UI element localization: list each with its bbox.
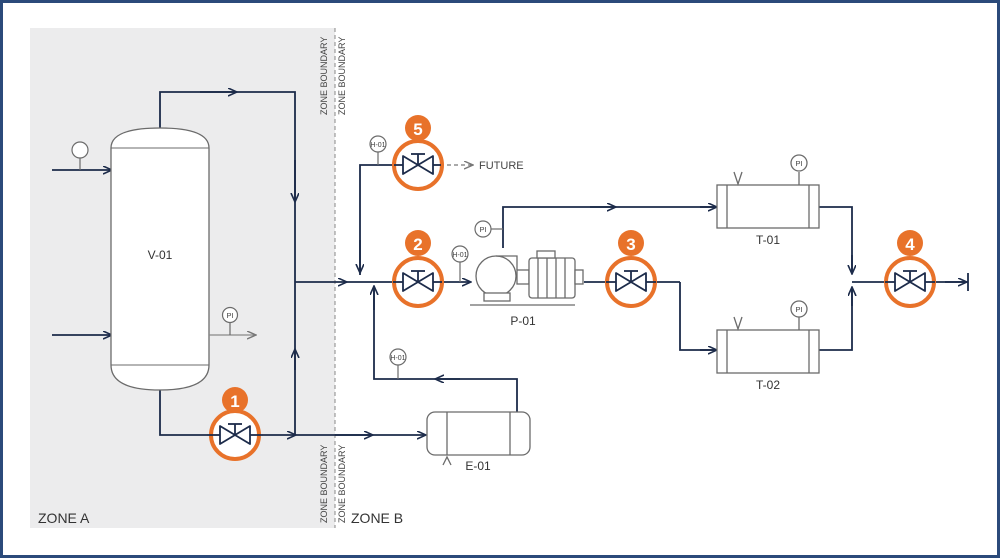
valve-2[interactable]: 2 [392,230,444,308]
marker-3-number: 3 [626,235,635,254]
valve-4[interactable]: 4 [884,230,936,308]
h01-instrument-lower: H-01 [389,348,407,379]
tank-t02 [716,300,820,374]
pressure-gauge [71,141,89,170]
zone-boundary-label-bottom-2: ZONE BOUNDARY [337,445,347,523]
pump-p01 [470,250,584,306]
valve-3[interactable]: 3 [605,230,657,308]
pi-label-pump: PI [479,225,486,234]
marker-1-badge [222,387,248,413]
marker-2-number: 2 [413,235,422,254]
h01-label-lower: H-01 [390,355,405,362]
vessel-v01: V-01 [110,127,210,391]
t01-pi-label: PI [795,159,802,168]
zone-a-label: ZONE A [38,510,90,526]
t02-outlet [819,290,853,351]
future-branch [359,164,395,275]
marker-4-badge [897,230,923,256]
valve-5[interactable]: 5 [392,115,444,191]
exchanger-label: E-01 [465,459,491,473]
future-label: FUTURE [479,160,524,172]
t02-pi-label: PI [795,305,802,314]
valve-1[interactable]: 1 [207,387,263,461]
pump-discharge-up [502,206,717,248]
process-lines [52,92,969,436]
pi-label-vessel: PI [226,311,233,320]
marker-5-badge [405,115,431,141]
pi-instrument-vessel: PI [209,306,255,336]
h01-instrument-middle: H-01 [451,245,469,282]
valve3-to-t02 [679,282,717,351]
tank-t02-label: T-02 [756,378,780,392]
h01-label-upper: H-01 [370,142,385,149]
tank-t01 [716,154,820,229]
tank-t01-label: T-01 [756,233,780,247]
vessel-bottom-outlet [159,390,207,436]
t01-outlet [819,206,853,272]
exchanger-e01 [426,411,531,466]
zone-b-label: ZONE B [351,510,403,526]
marker-2-badge [405,230,431,256]
h01-instrument-upper: H-01 [369,135,387,165]
pump-label: P-01 [510,314,536,328]
zone-boundary-label-top-2: ZONE BOUNDARY [337,37,347,115]
vessel-label: V-01 [148,248,173,262]
zone-boundary-label-top-1: ZONE BOUNDARY [319,37,329,115]
marker-3-badge [618,230,644,256]
marker-4-number: 4 [905,235,915,254]
zone-boundary-label-bottom-1: ZONE BOUNDARY [319,445,329,523]
h01-label-middle: H-01 [452,252,467,259]
marker-5-number: 5 [413,120,422,139]
pi-instrument-pump: PI [474,220,503,238]
marker-1-number: 1 [230,392,239,411]
